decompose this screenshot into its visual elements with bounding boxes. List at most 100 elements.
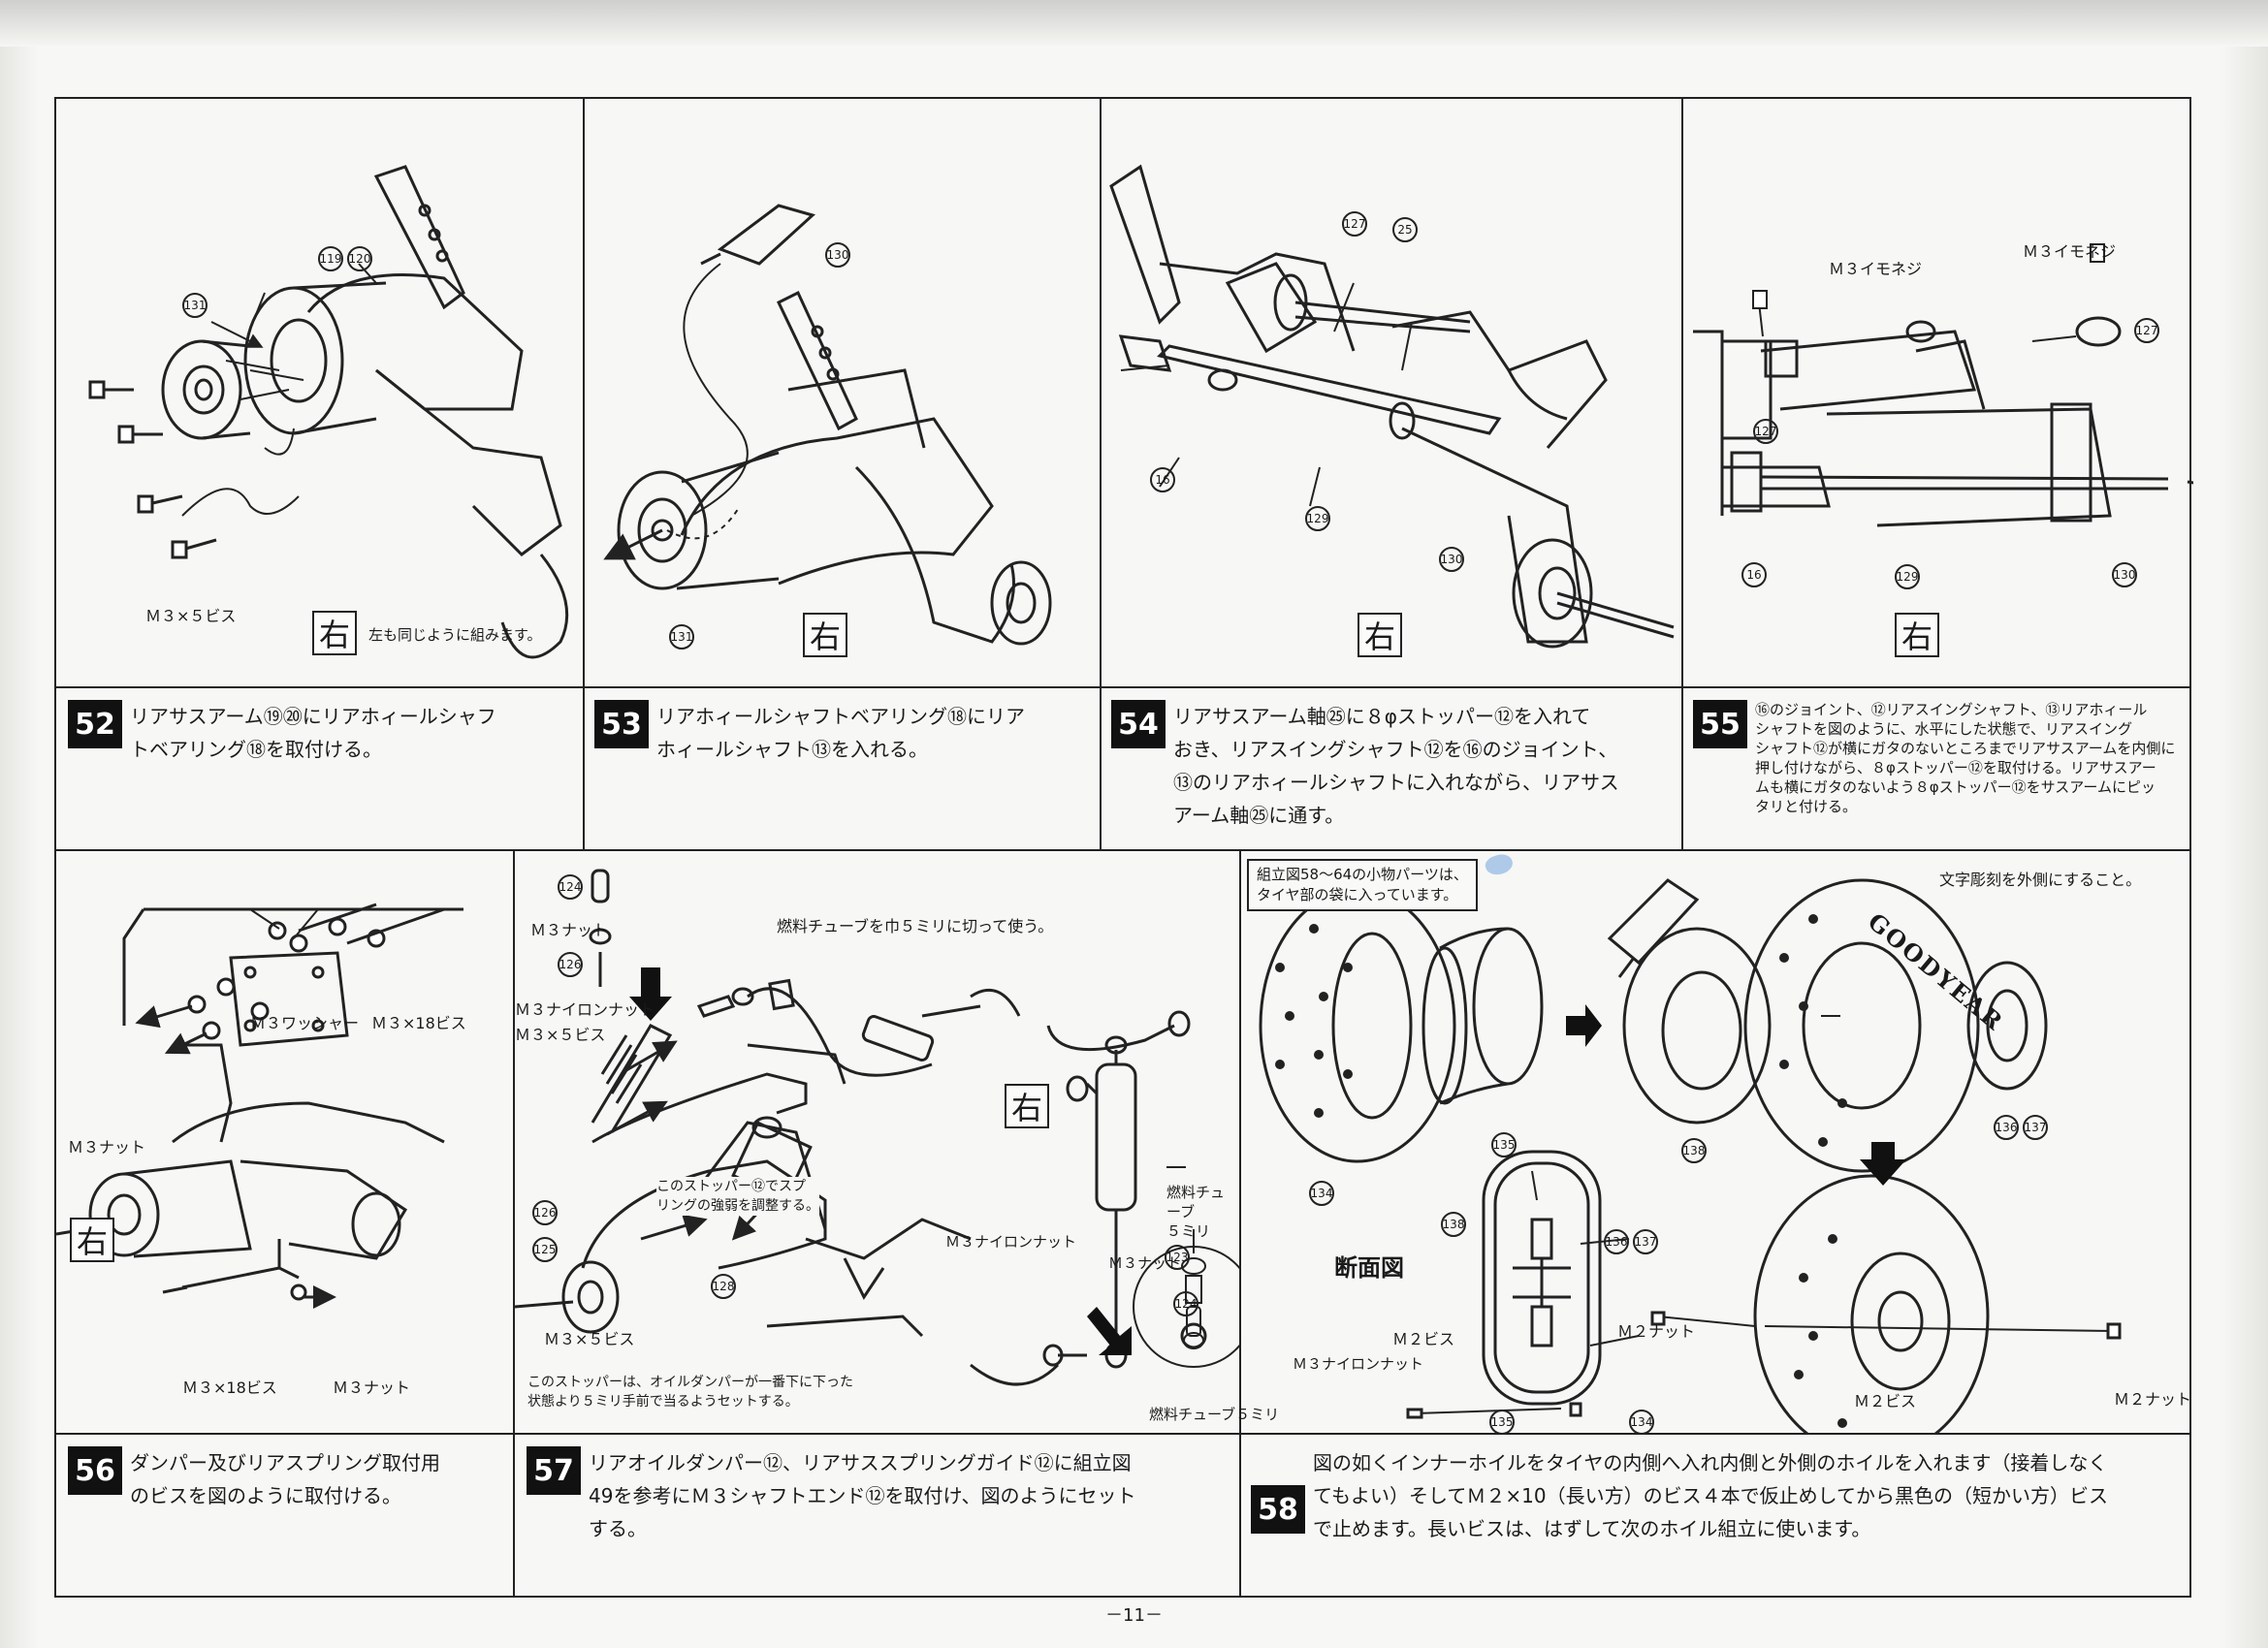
m2-nut-label: Ｍ２ナット <box>1617 1322 1696 1341</box>
callout-123: 123 <box>1165 1245 1190 1270</box>
fuel-tube-5mm-label: 燃料チューブ ５ミリ <box>1166 1184 1226 1240</box>
set-screw-label-left: Ｍ３イモネジ <box>1829 260 1923 278</box>
callout-136: 136 <box>1994 1115 2019 1140</box>
callout-138-section: 138 <box>1441 1212 1466 1237</box>
step-57-text: リアオイルダンパー⑫、リアサススプリングガイド⑫に組立図 49を参考にＭ３シャフ… <box>589 1451 1136 1540</box>
diagram-step-58: 組立図58～64の小物パーツは、 タイヤ部の袋に入っています。 文字彫刻を外側に… <box>1241 850 2193 1435</box>
step-54: 54 リアサスアーム軸㉕に８φストッパー⑫を入れて おき、リアスイングシャフト⑫… <box>1111 700 1674 832</box>
col-divider-52-53 <box>583 99 585 849</box>
callout-124-circle: 124 <box>1173 1291 1198 1316</box>
col-divider-56-57 <box>513 849 515 1598</box>
step-54-text: リアサスアーム軸㉕に８φストッパー⑫を入れて おき、リアスイングシャフト⑫を⑯の… <box>1173 705 1619 827</box>
right-side-marker: 右 <box>312 611 357 655</box>
bolt-m3x5-label: Ｍ３×５ビス <box>515 1026 606 1044</box>
callout-134: 134 <box>1309 1181 1334 1206</box>
nut-m3-label: Ｍ３ナット <box>530 921 609 939</box>
right-side-marker: 右 <box>1358 613 1402 657</box>
lettering-outside-note: 文字彫刻を外側にすること。 <box>1939 871 2142 889</box>
step-53: 53 リアホィールシャフトベアリング⑱にリア ホィールシャフト⑬を入れる。 <box>594 700 1089 766</box>
instruction-sheet: 119 120 131 Ｍ３×５ビス 右 左も同じように組みます。 <box>54 97 2193 1598</box>
diagram-step-53: 130 131 右 <box>585 99 1100 686</box>
step-number-58: 58 <box>1251 1485 1305 1534</box>
right-side-marker: 右 <box>1005 1084 1049 1128</box>
step-number-54: 54 <box>1111 700 1166 748</box>
bolt-label-m3x5: Ｍ３×５ビス <box>145 607 237 625</box>
col-divider-53-54 <box>1100 99 1102 849</box>
step-56: 56 ダンパー及びリアスプリング取付用 のビスを図のように取付ける。 <box>68 1446 504 1512</box>
m2-screw-label-b: Ｍ２ビス <box>1854 1392 1917 1410</box>
callout-16: 16 <box>1150 467 1175 492</box>
callout-135-section: 135 <box>1489 1410 1515 1435</box>
callout-137: 137 <box>2023 1115 2048 1140</box>
callout-135: 135 <box>1491 1132 1517 1157</box>
step-52: 52 リアサスアーム⑲⑳にリアホィールシャフ トベアリング⑱を取付ける。 <box>68 700 572 766</box>
nut-m3-label-left: Ｍ３ナット <box>68 1138 146 1157</box>
step-53-text: リアホィールシャフトベアリング⑱にリア ホィールシャフト⑬を入れる。 <box>656 705 1025 761</box>
step-number-53: 53 <box>594 700 649 748</box>
nylon-nut-label-mid: Ｍ３ナイロンナット <box>945 1233 1077 1251</box>
callout-124-top: 124 <box>558 874 583 900</box>
right-side-marker: 右 <box>1895 613 1939 657</box>
diagram-step-57: 124 Ｍ３ナット 126 Ｍ３ナイロンナット Ｍ３×５ビス 燃料チューブを巾５… <box>515 851 1239 1433</box>
col-divider-54-55 <box>1681 99 1683 849</box>
swing-shaft-level-illustration <box>1693 243 2193 527</box>
page-number: －11－ <box>1105 1605 1163 1626</box>
page-top-edge <box>0 0 2268 47</box>
bolt-m3x5-label-b: Ｍ３×５ビス <box>544 1330 635 1348</box>
callout-119: 119 <box>318 246 343 271</box>
diagram-step-55: Ｍ３イモネジ Ｍ３イモネジ 127 127 16 129 130 右 <box>1683 99 2193 686</box>
step-58-text: 図の如くインナーホイルをタイヤの内側へ入れ内側と外側のホイルを入れます（接着しな… <box>1313 1451 2109 1540</box>
damper-stopper-note: このストッパーは、オイルダンパーが一番下に下った 状態より５ミリ手前で当るようセ… <box>527 1375 853 1410</box>
callout-130: 130 <box>1439 547 1464 572</box>
fuel-tube-5mm-bottom-label: 燃料チューブ５ミリ <box>1149 1406 1280 1423</box>
washer-label: Ｍ３ワッシャー <box>250 1014 360 1032</box>
bolt-m3x18-label-bottom: Ｍ３×18ビス <box>182 1379 277 1397</box>
cross-section-title: 断面図 <box>1334 1254 1404 1282</box>
callout-16: 16 <box>1741 562 1767 587</box>
callout-128: 128 <box>711 1274 736 1299</box>
m2-screw-label: Ｍ２ビス <box>1392 1330 1455 1348</box>
callout-126-top: 126 <box>558 952 583 977</box>
row-divider-middle <box>56 849 2189 851</box>
step-52-text: リアサスアーム⑲⑳にリアホィールシャフ トベアリング⑱を取付ける。 <box>130 705 496 761</box>
callout-136-section: 136 <box>1604 1229 1629 1254</box>
rear-arm-bearing-illustration <box>88 165 569 659</box>
callout-129: 129 <box>1305 506 1330 531</box>
oil-damper-spring-illustration <box>515 869 1239 1386</box>
step-number-55: 55 <box>1693 700 1747 748</box>
callout-120: 120 <box>347 246 372 271</box>
tire-wheel-assembly-illustration <box>1259 878 2122 1433</box>
callout-125: 125 <box>532 1237 558 1262</box>
m2-nut-label-b: Ｍ２ナット <box>2114 1390 2192 1409</box>
left-same-note: 左も同じように組みます。 <box>368 626 542 644</box>
right-side-marker: 右 <box>70 1218 114 1262</box>
callout-127-right: 127 <box>2134 318 2159 343</box>
callout-138: 138 <box>1681 1138 1707 1163</box>
callout-131: 131 <box>669 624 694 650</box>
row-divider-lower <box>56 1433 2189 1435</box>
step-number-56: 56 <box>68 1446 122 1495</box>
step-56-text: ダンパー及びリアスプリング取付用 のビスを図のように取付ける。 <box>130 1451 440 1507</box>
step-55: 55 ⑯のジョイント、⑫リアスイングシャフト、⑬リアホィール シャフトを図のよう… <box>1693 700 2188 816</box>
swing-shaft-assembly-illustration <box>1109 164 1675 649</box>
callout-126: 126 <box>532 1200 558 1225</box>
step-number-52: 52 <box>68 700 122 748</box>
callout-134-section: 134 <box>1629 1410 1654 1435</box>
callout-127: 127 <box>1342 211 1367 237</box>
diagram-step-56: Ｍ３ワッシャー Ｍ３×18ビス Ｍ３ナット 右 Ｍ３×18ビス Ｍ３ナット <box>56 851 513 1433</box>
stopper-adjust-note: このストッパー⑫でスプ リングの強弱を調整する。 <box>656 1177 819 1216</box>
callout-127-left: 127 <box>1753 419 1778 444</box>
step-58: 58 図の如くインナーホイルをタイヤの内側へ入れ内側と外側のホイルを入れます（接… <box>1251 1446 2182 1545</box>
small-parts-note: 組立図58～64の小物パーツは、 タイヤ部の袋に入っています。 <box>1247 859 1478 911</box>
callout-131: 131 <box>182 293 208 318</box>
callout-130: 130 <box>825 242 850 268</box>
callout-137-section: 137 <box>1633 1229 1658 1254</box>
nylon-nut-label: Ｍ３ナイロンナット <box>515 1000 655 1019</box>
col-divider-57-58 <box>1239 849 1241 1598</box>
right-side-marker: 右 <box>803 613 847 657</box>
step-57: 57 リアオイルダンパー⑫、リアサススプリングガイド⑫に組立図 49を参考にＭ３… <box>527 1446 1234 1545</box>
nylon-nut-label-bottom: Ｍ３ナイロンナット <box>1293 1355 1424 1373</box>
callout-130: 130 <box>2112 562 2137 587</box>
fuel-tube-cut-note: 燃料チューブを巾５ミリに切って使う。 <box>777 917 1054 935</box>
